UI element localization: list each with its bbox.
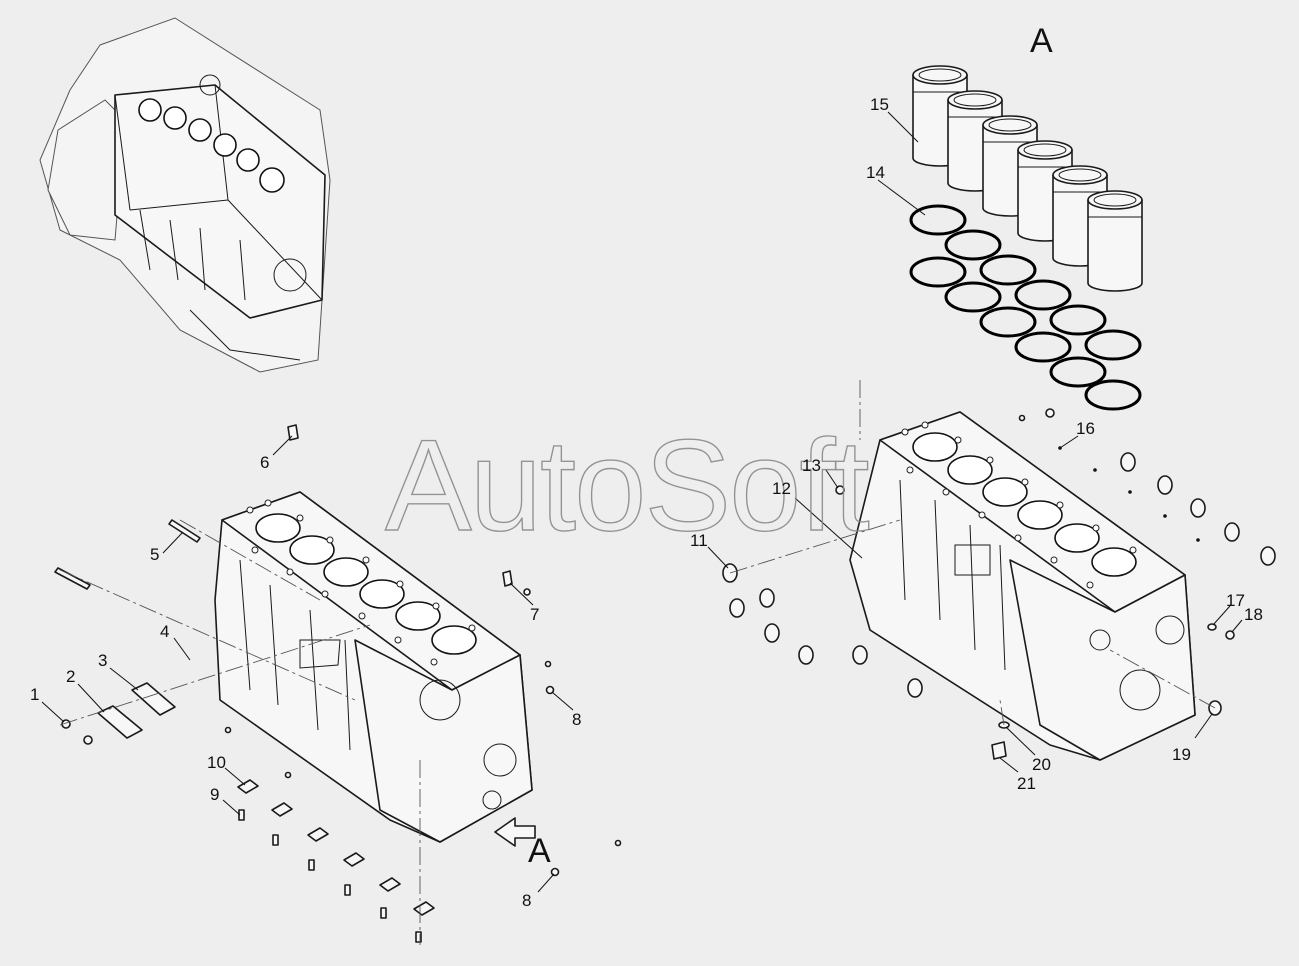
left-cylinder-block (214, 491, 533, 843)
dowel-pin-4 (54, 567, 91, 590)
washer-17 (1207, 623, 1217, 631)
callout-15: 15 (870, 95, 889, 114)
callout-2: 2 (66, 667, 75, 686)
callout-10: 10 (207, 753, 226, 772)
callout-12: 12 (772, 479, 791, 498)
screw-1b (83, 735, 93, 745)
context-engine-illustration (39, 17, 331, 373)
callout-17: 17 (1226, 591, 1245, 610)
leader-lines (41, 111, 1243, 893)
callout-21: 21 (1017, 774, 1036, 793)
plug-7 (502, 570, 513, 587)
core-plugs-11 (722, 563, 923, 698)
right-cylinder-block (849, 411, 1196, 761)
watermark: AutoSoft (385, 412, 870, 558)
gasket-3 (131, 682, 176, 716)
assembly-center-lines (59, 380, 1216, 945)
right-block-small-parts (722, 408, 1276, 760)
callout-13: 13 (802, 456, 821, 475)
cover-plate-2 (97, 705, 143, 739)
callout-5: 5 (150, 545, 159, 564)
callout-20: 20 (1032, 755, 1051, 774)
ball-7 (523, 588, 531, 596)
callout-4: 4 (160, 622, 169, 641)
right-block-bores (912, 432, 1137, 577)
callout-9: 9 (210, 785, 219, 804)
plug-6 (287, 424, 299, 441)
left-block-head-bolt-holes (246, 499, 476, 666)
dowel-pin-5 (168, 519, 201, 543)
callout-8-lower: 8 (522, 891, 531, 910)
callout-1: 1 (30, 685, 39, 704)
view-a-detail-label: A (1030, 22, 1053, 60)
nozzle-bolts-9 (238, 809, 422, 943)
left-block-bores (255, 513, 477, 655)
piston-cooling-nozzles-10 (237, 779, 435, 916)
view-a-arrow-label: A (528, 832, 551, 870)
callout-11: 11 (690, 531, 708, 550)
o-rings-14 (909, 204, 1142, 411)
cylinder-liners-15 (912, 65, 1143, 292)
plug-16-top (1045, 408, 1055, 418)
context-engine-bores (138, 98, 285, 193)
plug-8-top (545, 685, 555, 695)
core-plugs-16 (1120, 452, 1276, 566)
callout-19: 19 (1172, 745, 1191, 764)
callout-16: 16 (1076, 419, 1095, 438)
callout-6: 6 (260, 453, 269, 472)
callout-3: 3 (98, 651, 107, 670)
left-block-small-parts (54, 424, 622, 943)
callout-18: 18 (1244, 605, 1263, 624)
view-a-arrow (494, 817, 536, 847)
right-block-head-bolt-holes (901, 421, 1137, 589)
callout-7: 7 (530, 605, 539, 624)
plug-18 (1225, 630, 1235, 640)
plug-21 (991, 741, 1007, 760)
callout-14: 14 (866, 163, 885, 182)
callout-8-upper: 8 (572, 710, 581, 729)
plug-8-bottom (550, 867, 560, 877)
